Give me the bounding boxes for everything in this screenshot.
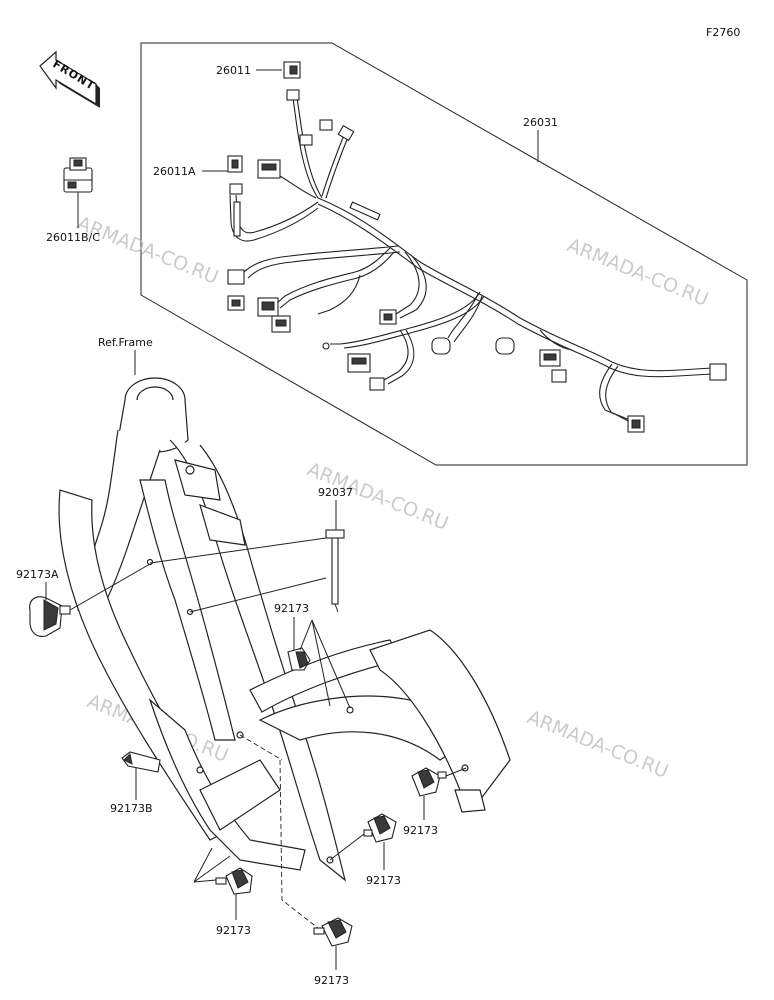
watermark-1: ARMADA-CO.RU — [74, 212, 221, 289]
clamp-92173-center-icon — [363, 813, 397, 843]
connector-26011bc-icon — [63, 157, 93, 228]
figure-code: F2760 — [706, 26, 740, 39]
watermark-2: ARMADA-CO.RU — [564, 234, 711, 311]
front-arrow-icon: FRONT — [39, 50, 100, 108]
clip-92173b-icon — [121, 751, 161, 773]
dashed-leader-2 — [239, 734, 283, 761]
label-92173-upper: 92173 — [274, 602, 309, 615]
label-92173b: 92173B — [110, 802, 153, 815]
dashed-leader-1 — [279, 759, 319, 929]
clamp-92173-right-icon — [411, 767, 447, 797]
connector-cluster-mid-icon — [322, 309, 451, 391]
label-92173-center: 92173 — [366, 874, 401, 887]
band-92037-icon — [325, 529, 345, 613]
watermark-5: ARMADA-CO.RU — [524, 706, 671, 783]
connector-small-icon — [299, 119, 355, 146]
clamp-92173-lower-left-icon — [215, 867, 253, 895]
label-92173-lower-left: 92173 — [216, 924, 251, 937]
clamp-92173-upper-icon — [287, 647, 311, 671]
label-92173-bottom: 92173 — [314, 974, 349, 987]
connector-26011a-icon — [227, 155, 281, 195]
label-26011a: 26011A — [153, 165, 196, 178]
label-92173-right: 92173 — [403, 824, 438, 837]
clamp-92173a-icon — [29, 596, 71, 637]
connector-26011-icon — [283, 61, 301, 101]
wiring-harness — [229, 97, 713, 425]
label-92173a: 92173A — [16, 568, 59, 581]
connector-cluster-left-icon — [227, 269, 291, 333]
label-26011: 26011 — [216, 64, 251, 77]
frame-drawing — [58, 377, 511, 882]
label-26031: 26031 — [523, 116, 558, 129]
clamp-92173-bottom-icon — [313, 917, 353, 947]
connector-cluster-right-icon — [495, 337, 727, 433]
ref-frame-label: Ref.Frame — [98, 336, 153, 349]
label-92037: 92037 — [318, 486, 353, 499]
label-26011bc: 26011B/C — [46, 231, 100, 244]
harness-box — [140, 42, 748, 466]
